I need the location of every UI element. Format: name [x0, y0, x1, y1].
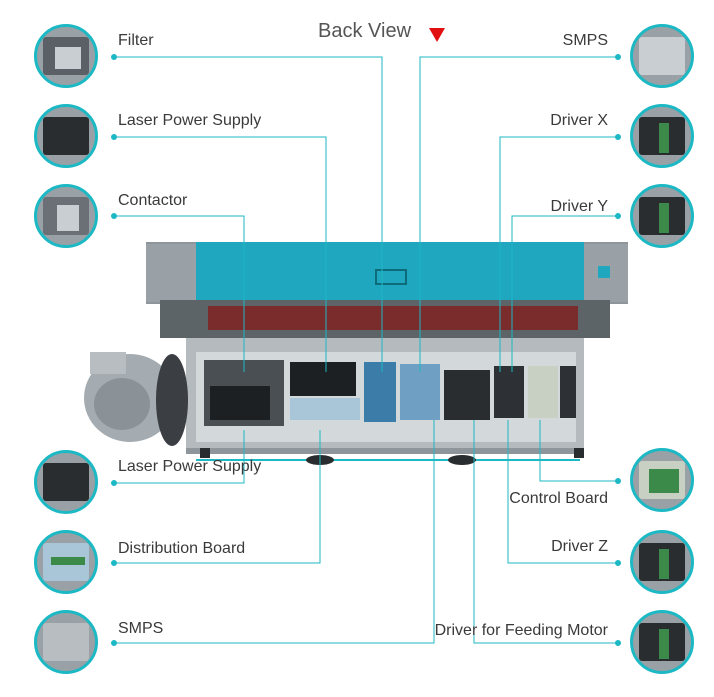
driver-y-thumbnail	[630, 184, 694, 248]
label-control-board: Control Board	[509, 490, 608, 507]
driver-z-thumbnail	[630, 530, 694, 594]
distribution-board-thumbnail	[34, 530, 98, 594]
label-driver-x: Driver X	[550, 112, 608, 129]
driver-x-thumbnail	[630, 104, 694, 168]
filter-thumbnail	[34, 24, 98, 88]
laser-power-supply-thumbnail-bottom	[34, 450, 98, 514]
label-contactor: Contactor	[118, 192, 188, 209]
label-driver-feeding-motor: Driver for Feeding Motor	[434, 622, 608, 639]
label-driver-y: Driver Y	[550, 198, 609, 215]
control-board-thumbnail	[630, 448, 694, 512]
smps-thumbnail-top	[630, 24, 694, 88]
label-filter: Filter	[118, 32, 154, 49]
down-arrow-marker-icon	[429, 28, 445, 42]
driver-feeding-motor-thumbnail	[630, 610, 694, 674]
laser-power-supply-thumbnail	[34, 104, 98, 168]
label-smps-bottom: SMPS	[118, 620, 164, 637]
label-laser-power-supply-bottom: Laser Power Supply	[118, 458, 262, 475]
view-title: Back View	[318, 20, 412, 42]
label-laser-power-supply-top: Laser Power Supply	[118, 112, 262, 129]
contactor-thumbnail	[34, 184, 98, 248]
smps-thumbnail-bottom	[34, 610, 98, 674]
label-smps-top: SMPS	[562, 32, 608, 49]
label-distribution-board: Distribution Board	[118, 540, 246, 557]
label-driver-z: Driver Z	[551, 538, 608, 555]
